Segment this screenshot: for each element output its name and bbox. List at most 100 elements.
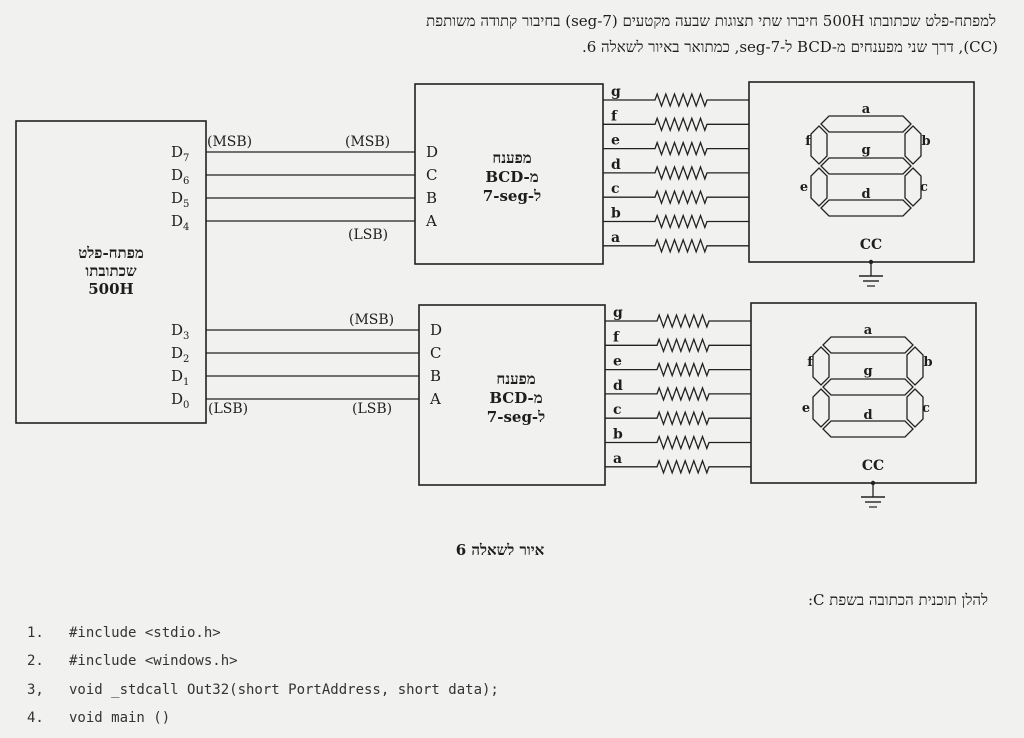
resistor-wire — [603, 189, 749, 206]
code-line-text: void main () — [69, 709, 171, 726]
port-pin-label: D4 — [171, 212, 189, 233]
decoder-output-label: c — [611, 181, 620, 197]
decoder-output-label: e — [613, 354, 622, 370]
port-pin-subscript: 7 — [183, 153, 189, 164]
decoder-box — [418, 304, 606, 486]
resistor-wire — [603, 140, 749, 157]
decoder-output-label: g — [611, 84, 621, 100]
code-intro: להלן תוכנית הכתובה בשפת C: — [807, 591, 988, 609]
segment-a — [822, 336, 914, 354]
port-pin-label: D0 — [171, 390, 189, 411]
output-port: מפתח-פלט שכתובתו 500H — [15, 120, 207, 424]
segment-label: d — [861, 187, 870, 202]
port-pin-name: D — [171, 212, 183, 230]
segment-d — [822, 420, 914, 438]
decoder-input-label: A — [425, 212, 437, 230]
decoder-lsb-label: (LSB) — [352, 401, 392, 417]
decoder-input-label: C — [426, 166, 437, 184]
port-pin-name: D — [171, 189, 183, 207]
decoder-input-label: D — [426, 143, 438, 161]
intro-line-2: (CC), דרך שני מפענחים מ-BCD ל-7-seg, כמת… — [581, 38, 998, 56]
decoder-input-label: C — [430, 344, 441, 362]
port-pin-name: D — [171, 321, 183, 339]
output-port-box — [15, 120, 207, 424]
decoder-output-label: b — [611, 206, 621, 222]
segment-label: d — [863, 408, 872, 423]
upper-unit: מפענחBCD-מ7-seg-לDCBA(MSB)(LSB)gfedcbaab… — [345, 81, 975, 287]
port-pin-subscript: 1 — [183, 377, 189, 388]
common-cathode-label: CC — [860, 237, 882, 253]
port-pin-name: D — [171, 166, 183, 184]
port-pin-name: D — [171, 344, 183, 362]
segment-label: c — [922, 401, 930, 416]
code-listing: 1.#include <stdio.h>2.#include <windows.… — [27, 625, 499, 738]
decoder-output-label: d — [613, 378, 623, 394]
decoder-label: BCD-מ — [485, 168, 538, 186]
port-pin-subscript: 2 — [183, 354, 189, 365]
output-port-label-line1: מפתח-פלט — [78, 244, 144, 262]
segment-g — [820, 157, 912, 175]
segment-b — [906, 346, 924, 386]
resistor-wire — [603, 92, 749, 108]
segment-g — [822, 378, 914, 396]
decoder-output-label: g — [613, 305, 623, 321]
segment-label: c — [920, 180, 928, 195]
resistor-wire — [603, 213, 749, 230]
decoder-output-label: b — [613, 427, 623, 443]
lower-unit: מפענחBCD-מ7-seg-לDCBA(MSB)(LSB)gfedcbaab… — [349, 302, 977, 508]
code-line: 3, void _stdcall Out32(short PortAddress,… — [27, 682, 499, 710]
segment-f — [812, 346, 830, 386]
code-line-number: 4. — [27, 709, 44, 726]
port-pin-label: D3 — [171, 321, 189, 342]
segment-label: e — [802, 401, 810, 416]
segment-b — [904, 125, 922, 165]
decoder-output-label: a — [613, 451, 622, 467]
decoder-display-units: מפענחBCD-מ7-seg-לDCBA(MSB)(LSB)gfedcbaab… — [345, 81, 977, 508]
segment-c — [906, 388, 924, 428]
segment-label: g — [863, 364, 872, 379]
decoder-input-label: D — [430, 321, 442, 339]
code-line-text: void _stdcall Out32(short PortAddress, s… — [69, 681, 499, 698]
segment-label: b — [921, 134, 930, 149]
code-line: 4. void main () — [27, 710, 499, 738]
code-line-number: 3, — [27, 681, 44, 698]
resistor-wire — [605, 361, 751, 378]
decoder-label: מפענח — [496, 370, 535, 388]
decoder-lsb-label: (LSB) — [348, 227, 388, 243]
resistor-wire — [603, 116, 749, 133]
resistor-wire — [605, 385, 751, 402]
decoder-output-label: a — [611, 230, 620, 246]
display-box — [748, 81, 975, 263]
decoder-label: 7-seg-ל — [483, 187, 541, 205]
code-line: 1.#include <stdio.h> — [27, 625, 499, 653]
decoder-box — [414, 83, 604, 265]
decoder-label: BCD-מ — [489, 389, 542, 407]
decoder-output-label: f — [611, 108, 618, 124]
port-pin-subscript: 0 — [183, 400, 189, 411]
decoder-input-label: B — [426, 189, 437, 207]
segment-label: b — [923, 355, 932, 370]
resistor-wire — [605, 434, 751, 451]
code-line-text: #include <stdio.h> — [69, 625, 221, 641]
segment-f — [810, 125, 828, 165]
segment-e — [810, 167, 828, 207]
port-pin-subscript: 6 — [183, 176, 189, 187]
code-line: 2.#include <windows.h> — [27, 653, 499, 681]
resistor-wire — [605, 313, 751, 329]
port-msb-label: (MSB) — [207, 134, 252, 150]
data-bus-wires — [206, 151, 419, 400]
port-pin-label: D5 — [171, 189, 189, 210]
decoder-output-label: f — [613, 329, 620, 345]
junction-dot — [868, 259, 874, 265]
common-cathode-label: CC — [862, 458, 884, 474]
decoder-msb-label: (MSB) — [345, 134, 390, 150]
port-pin-subscript: 4 — [183, 222, 189, 233]
resistor-wire — [605, 410, 751, 427]
output-port-label-line2: שכתובתו — [85, 262, 137, 280]
segment-d — [820, 199, 912, 217]
port-lsb-label: (LSB) — [208, 401, 248, 417]
port-pin-name: D — [171, 390, 183, 408]
port-pin-label: D2 — [171, 344, 189, 365]
junction-dot — [870, 480, 876, 486]
